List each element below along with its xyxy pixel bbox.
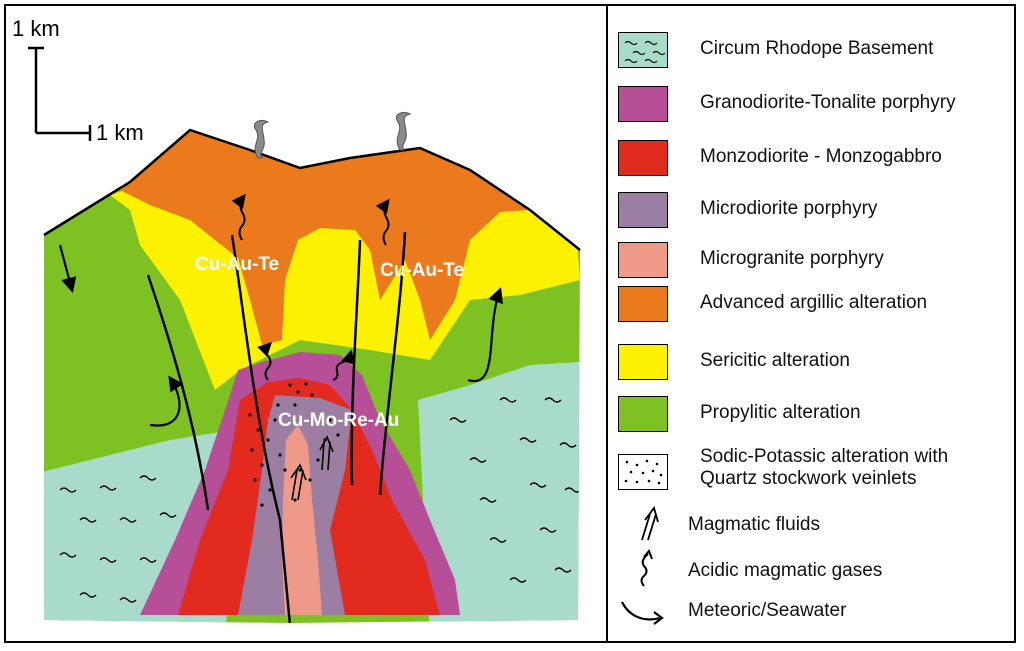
surface-outline (43, 128, 581, 251)
swatch-propylitic (618, 396, 668, 432)
swatch-microgranite (618, 242, 668, 278)
scale-label-vertical: 1 km (12, 16, 60, 41)
legend-item-sodic: Sodic-Potassic alteration with Quartz st… (618, 446, 1014, 492)
legend-label-magmatic-fluids: Magmatic fluids (688, 514, 820, 535)
legend-item-basement: Circum Rhodope Basement (618, 30, 1014, 70)
legend-label-sodic: Sodic-Potassic alteration with Quartz st… (700, 446, 949, 489)
basement-zone-right (418, 360, 580, 623)
fluid-arrows (290, 435, 334, 501)
swatch-sodic (618, 454, 668, 490)
fumarole-right-icon (396, 111, 412, 151)
legend-label-monzodiorite: Monzodiorite - Monzogabbro (700, 146, 942, 167)
meteoric-arrows (58, 244, 503, 427)
stockwork-dots (248, 382, 340, 507)
legend-label-microgranite: Microgranite porphyry (700, 248, 884, 269)
wavy-arrow-icon (640, 549, 653, 587)
legend-item-sericitic: Sericitic alteration (618, 342, 1014, 382)
wave-pattern-icon (624, 40, 666, 64)
fumarole-left-icon (254, 119, 270, 159)
legend-label-acidic-gases: Acidic magmatic gases (688, 560, 883, 581)
gas-arrows (231, 193, 390, 381)
legend-label-propylitic: Propylitic alteration (700, 402, 861, 423)
legend-label-sericitic: Sericitic alteration (700, 350, 850, 371)
legend-label-granodiorite: Granodiorite-Tonalite porphyry (700, 92, 956, 113)
label-cu-mo-re-au: Cu-Mo-Re-Au (278, 410, 399, 431)
legend-item-meteoric: Meteoric/Seawater (618, 592, 1014, 632)
curved-arrow-icon (621, 601, 664, 625)
legend-item-argillic: Advanced argillic alteration (618, 284, 1014, 324)
swatch-argillic (618, 286, 668, 322)
legend-label-argillic: Advanced argillic alteration (700, 292, 928, 313)
legend-label-microdiorite: Microdiorite porphyry (700, 198, 878, 219)
legend-item-monzodiorite: Monzodiorite - Monzogabbro (618, 138, 1014, 178)
legend-label-meteoric: Meteoric/Seawater (688, 600, 847, 621)
legend-item-granodiorite: Granodiorite-Tonalite porphyry (618, 84, 1014, 124)
scale-label-horizontal: 1 km (96, 120, 144, 145)
swatch-sericitic (618, 344, 668, 380)
dot-pattern-icon (624, 459, 663, 485)
basement-texture (59, 397, 580, 603)
cross-section-diagram: Cu-Au-Te Cu-Au-Te Cu-Mo-Re-Au (28, 46, 581, 623)
swatch-monzodiorite (618, 140, 668, 176)
legend-label-basement: Circum Rhodope Basement (700, 38, 934, 59)
swatch-granodiorite (618, 86, 668, 122)
microgranite-zone (282, 425, 322, 615)
swatch-microdiorite (618, 192, 668, 228)
swatch-basement (618, 32, 668, 68)
label-cu-au-te-right: Cu-Au-Te (380, 260, 464, 281)
argillic-zone (120, 130, 530, 345)
double-arrow-icon (641, 506, 659, 541)
panel-divider (606, 4, 608, 643)
label-cu-au-te-left: Cu-Au-Te (195, 254, 279, 275)
legend-item-microgranite: Microgranite porphyry (618, 240, 1014, 280)
scale-bar (28, 46, 92, 141)
legend-item-magmatic-fluids: Magmatic fluids (618, 504, 1014, 544)
legend-item-propylitic: Propylitic alteration (618, 394, 1014, 434)
legend-item-acidic-gases: Acidic magmatic gases (618, 548, 1014, 588)
legend-item-microdiorite: Microdiorite porphyry (618, 190, 1014, 230)
